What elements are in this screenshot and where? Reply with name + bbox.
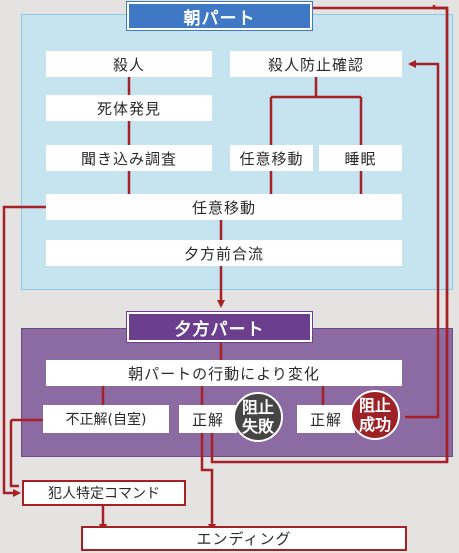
murder-box: 殺人	[46, 51, 212, 77]
incorrect-own-room-box: 不正解(自室)	[43, 405, 169, 433]
correct-box-2: 正解	[297, 405, 355, 433]
prevention-success-circle: 阻止成功	[350, 390, 400, 440]
ending-box: エンディング	[81, 526, 407, 551]
voluntary-move-box: 任意移動	[230, 145, 313, 171]
prevention-failed-circle: 阻止失敗	[233, 392, 283, 442]
changes-by-morning-box: 朝パートの行動により変化	[46, 360, 402, 386]
inquiry-investigation-box: 聞き込み調査	[46, 145, 212, 171]
culprit-command-box: 犯人特定コマンド	[22, 480, 186, 506]
evening-merge-box: 夕方前合流	[46, 240, 402, 266]
correct-box-1: 正解	[179, 405, 237, 433]
murder-prevention-check-box: 殺人防止確認	[230, 51, 402, 77]
morning-part-header: 朝パート	[126, 1, 313, 31]
sleep-box: 睡眠	[319, 145, 402, 171]
voluntary-move-all-box: 任意移動	[46, 194, 402, 220]
evening-part-header: 夕方パート	[126, 311, 313, 343]
body-discovery-box: 死体発見	[46, 95, 212, 121]
